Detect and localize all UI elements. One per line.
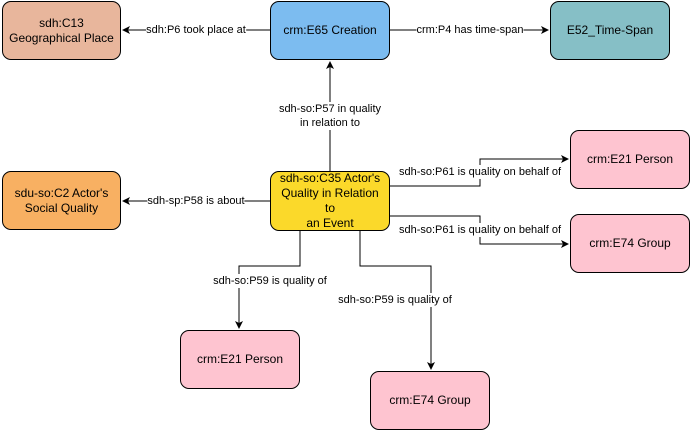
node-time-span: E52_Time-Span: [550, 1, 670, 60]
node-creation: crm:E65 Creation: [270, 1, 390, 60]
label-quality-of-person: sdh-so:P59 is quality of: [213, 274, 327, 288]
label-has-time-span: crm:P4 has time-span: [416, 23, 524, 37]
label-in-quality: sdh-so:P57 in quality in relation to: [278, 102, 382, 130]
edge-quality-of-group: [359, 231, 435, 370]
node-group-bottom: crm:E74 Group: [370, 371, 490, 430]
label-quality-of-group: sdh-so:P59 is quality of: [338, 293, 452, 307]
edge-quality-of-person: [235, 231, 301, 329]
node-person-right: crm:E21 Person: [570, 130, 690, 189]
label-took-place-at: sdh:P6 took place at: [146, 23, 246, 37]
label-on-behalf-group: sdh-so:P61 is quality on behalf of: [398, 223, 562, 237]
node-group-right: crm:E74 Group: [570, 214, 690, 273]
label-is-about: sdh-sp:P58 is about: [147, 194, 245, 208]
label-on-behalf-person: sdh-so:P61 is quality on behalf of: [398, 165, 562, 179]
node-central-quality: sdh-so:C35 Actor's Quality in Relation t…: [270, 171, 390, 231]
node-social-quality: sdu-so:C2 Actor's Social Quality: [2, 171, 121, 230]
node-geographical-place: sdh:C13 Geographical Place: [2, 1, 121, 60]
node-person-bottom: crm:E21 Person: [180, 330, 300, 389]
